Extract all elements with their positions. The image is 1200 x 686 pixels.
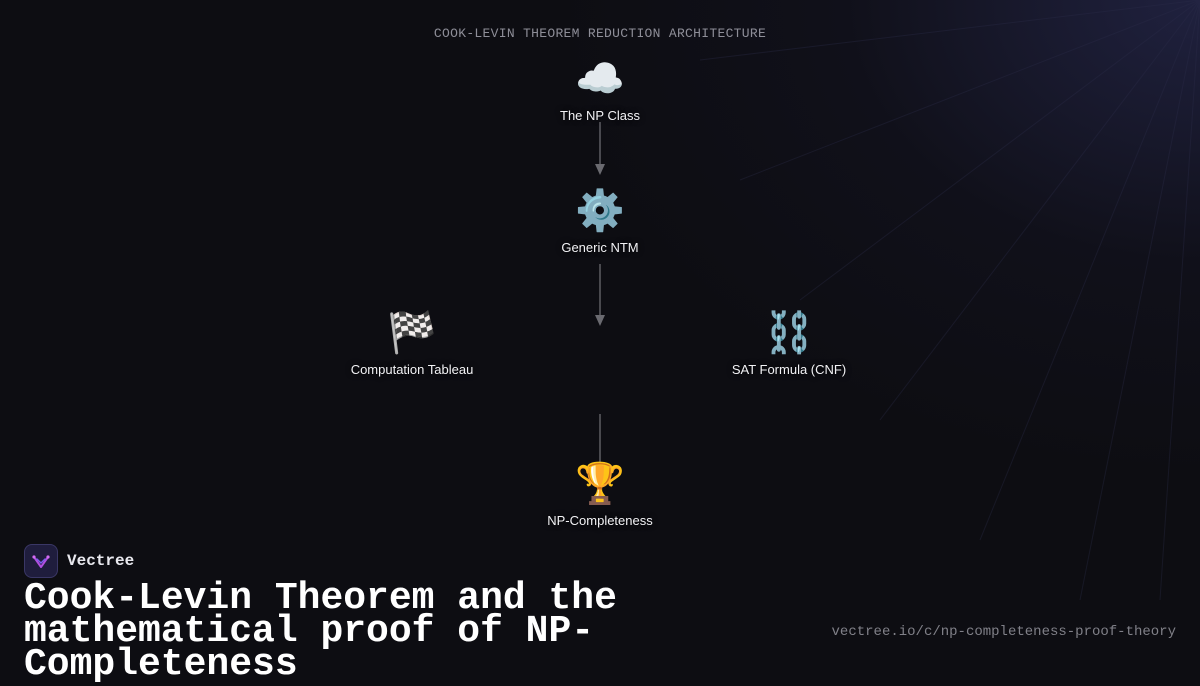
chain-icon: ⛓️ bbox=[764, 311, 814, 355]
headline: Cook-Levin Theorem and the mathematical … bbox=[24, 577, 617, 686]
brand-name: Vectree bbox=[67, 552, 135, 570]
gear-icon: ⚙️ bbox=[575, 189, 625, 233]
arrowhead-np-class-to-ntm bbox=[595, 164, 605, 175]
node-computation-tableau: 🏁 Computation Tableau bbox=[322, 310, 502, 377]
vectree-logo-icon bbox=[24, 544, 58, 578]
arrowhead-ntm-to-tableau-sat bbox=[595, 315, 605, 326]
node-label-sat-formula: SAT Formula (CNF) bbox=[731, 362, 847, 377]
node-label-computation-tableau: Computation Tableau bbox=[350, 362, 474, 377]
diagram-title: COOK-LEVIN THEOREM REDUCTION ARCHITECTUR… bbox=[433, 26, 767, 41]
vectree-logo-mark bbox=[32, 555, 50, 568]
cloud-icon: ☁️ bbox=[575, 57, 625, 101]
background-rays bbox=[700, 0, 1200, 600]
brand: Vectree bbox=[24, 544, 134, 578]
source-url: vectree.io/c/np-completeness-proof-theor… bbox=[831, 624, 1176, 640]
node-generic-ntm: ⚙️ Generic NTM bbox=[510, 188, 690, 255]
node-np-class: ☁️ The NP Class bbox=[510, 56, 690, 123]
node-sat-formula: ⛓️ SAT Formula (CNF) bbox=[699, 310, 879, 377]
node-label-generic-ntm: Generic NTM bbox=[561, 240, 639, 255]
node-label-np-completeness: NP-Completeness bbox=[547, 513, 653, 528]
trophy-icon: 🏆 bbox=[575, 462, 625, 506]
node-np-completeness: 🏆 NP-Completeness bbox=[510, 461, 690, 528]
checkered-flag-icon: 🏁 bbox=[387, 311, 437, 355]
node-label-np-class: The NP Class bbox=[560, 108, 640, 123]
